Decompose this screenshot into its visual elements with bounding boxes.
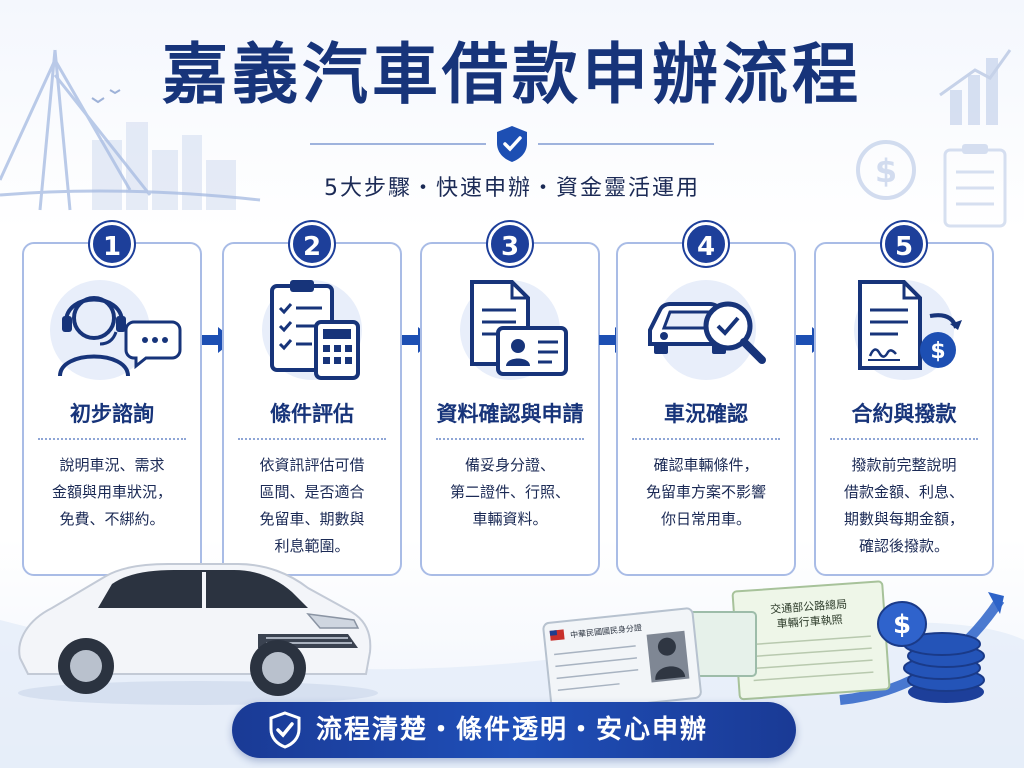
footer-banner: 流程清楚・條件透明・安心申辦 bbox=[232, 702, 796, 758]
checklist-calculator-icon bbox=[262, 280, 362, 380]
step-number-badge: 2 bbox=[290, 222, 334, 266]
title-divider-left bbox=[310, 143, 486, 145]
svg-text:$: $ bbox=[930, 339, 945, 364]
step-description: 依資訊評估可借 區間、是否適合 免留車、期數與 利息範圍。 bbox=[259, 456, 365, 555]
contract-money-icon: $ bbox=[854, 280, 962, 380]
step-number-badge: 4 bbox=[684, 222, 728, 266]
page-subtitle: 5大步驟・快速申辦・資金靈活運用 bbox=[324, 176, 700, 201]
car-magnifier-icon bbox=[648, 280, 766, 380]
svg-text:$: $ bbox=[893, 610, 911, 640]
step-description: 確認車輛條件， 免留車方案不影響 你日常用車。 bbox=[645, 456, 766, 528]
clipboard-icon bbox=[943, 144, 1007, 228]
dotted-divider bbox=[238, 438, 386, 440]
vehicle-license-subtitle: 車輛行車執照 bbox=[776, 612, 843, 631]
headset-agent-icon bbox=[50, 280, 182, 380]
step-description: 撥款前完整說明 借款金額、利息、 期數與每期金額， 確認後撥款。 bbox=[843, 456, 964, 555]
growth-chart-icon bbox=[939, 49, 1012, 125]
page-title: 嘉義汽車借款申辦流程 bbox=[162, 36, 862, 113]
step-number-badge: 1 bbox=[90, 222, 134, 266]
vehicle-license-title: 交通部公路總局 bbox=[770, 597, 848, 616]
dotted-divider bbox=[632, 438, 780, 440]
step-description: 備妥身分證、 第二證件、行照、 車輛資料。 bbox=[449, 456, 570, 528]
dotted-divider bbox=[38, 438, 186, 440]
step-title: 合約與撥款 bbox=[851, 402, 957, 426]
shield-check-icon bbox=[269, 711, 301, 749]
car-illustration bbox=[18, 563, 378, 705]
document-id-card-icon bbox=[460, 280, 568, 380]
step-title: 條件評估 bbox=[270, 402, 354, 426]
title-divider-right bbox=[538, 143, 714, 145]
step-title: 車況確認 bbox=[664, 402, 748, 426]
dotted-divider bbox=[436, 438, 584, 440]
footer-banner-text: 流程清楚・條件透明・安心申辦 bbox=[316, 715, 709, 745]
bridge-illustration bbox=[0, 49, 261, 211]
documents-coins-illustration: 交通部公路總局 車輛行車執照 中華民國國民身分證 $ bbox=[542, 580, 985, 710]
coin-stack-icon: $ bbox=[877, 601, 985, 703]
step-number-badge: 3 bbox=[488, 222, 532, 266]
svg-text:$: $ bbox=[875, 152, 897, 190]
step-title: 資料確認與申請 bbox=[436, 402, 584, 426]
shield-check-icon bbox=[497, 126, 527, 162]
step-description: 說明車況、需求 金額與用車狀況， 免費、不綁約。 bbox=[51, 456, 172, 528]
step-title: 初步諮詢 bbox=[70, 402, 154, 426]
dollar-coin-icon: $ bbox=[856, 140, 916, 200]
dotted-divider bbox=[830, 438, 978, 440]
step-number-badge: 5 bbox=[882, 222, 926, 266]
